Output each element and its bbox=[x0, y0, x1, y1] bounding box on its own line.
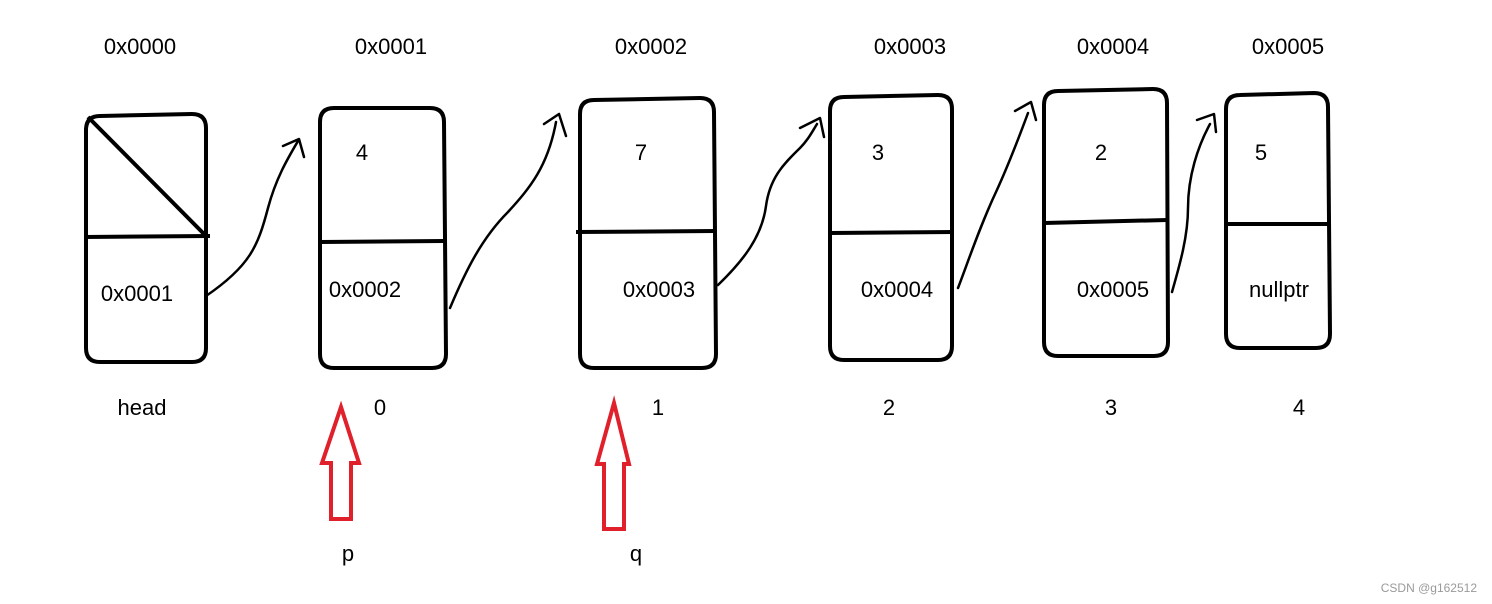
node-index-label: 4 bbox=[1293, 395, 1305, 420]
empty-data-slash bbox=[86, 115, 208, 238]
node-4: 0x0004 2 0x0005 3 bbox=[1042, 34, 1170, 420]
node-box bbox=[1042, 87, 1170, 358]
node-next-field: 0x0002 bbox=[329, 277, 401, 302]
link-arrow-2-to-3 bbox=[956, 100, 1038, 290]
link-arrows bbox=[204, 100, 1218, 310]
node-index-label: head bbox=[118, 395, 167, 420]
up-arrow-icon bbox=[594, 395, 632, 531]
link-arrow-0-to-1 bbox=[448, 112, 568, 310]
link-arrow-1-to-2 bbox=[716, 116, 826, 287]
node-next-field: 0x0004 bbox=[861, 277, 933, 302]
node-next-field: 0x0001 bbox=[101, 281, 173, 306]
node-box bbox=[578, 96, 718, 370]
node-index-label: 1 bbox=[652, 395, 664, 420]
node-3: 0x0003 3 0x0004 2 bbox=[828, 34, 955, 420]
link-arrow-head-to-0 bbox=[204, 137, 306, 298]
node-address-label: 0x0005 bbox=[1252, 34, 1324, 59]
pointer-label: p bbox=[342, 541, 354, 566]
node-box bbox=[828, 93, 954, 362]
pointer-label: q bbox=[630, 541, 642, 566]
node-data-field: 4 bbox=[356, 140, 368, 165]
node-address-label: 0x0001 bbox=[355, 34, 427, 59]
node-box bbox=[1224, 91, 1332, 350]
pointer-q: q bbox=[594, 395, 642, 566]
node-box bbox=[84, 112, 208, 364]
node-data-field: 7 bbox=[635, 140, 647, 165]
node-data-field: 3 bbox=[872, 140, 884, 165]
node-address-label: 0x0003 bbox=[874, 34, 946, 59]
node-address-label: 0x0000 bbox=[104, 34, 176, 59]
node-divider bbox=[1043, 218, 1168, 225]
node-next-field: nullptr bbox=[1249, 277, 1309, 302]
node-1: 0x0001 4 0x0002 0 bbox=[318, 34, 448, 420]
node-data-field: 2 bbox=[1095, 140, 1107, 165]
node-index-label: 3 bbox=[1105, 395, 1117, 420]
node-box bbox=[318, 106, 448, 370]
link-arrow-3-to-4 bbox=[1170, 112, 1218, 294]
node-divider bbox=[575, 229, 717, 234]
node-5: 0x0005 5 nullptr 4 bbox=[1224, 34, 1332, 420]
node-index-label: 2 bbox=[883, 395, 895, 420]
node-divider bbox=[319, 239, 445, 244]
up-arrow-icon bbox=[319, 400, 362, 521]
node-2: 0x0002 7 0x0003 1 bbox=[575, 34, 718, 420]
node-address-label: 0x0002 bbox=[615, 34, 687, 59]
node-head: 0x0000 0x0001 head bbox=[83, 34, 211, 420]
node-divider bbox=[829, 230, 955, 235]
node-next-field: 0x0003 bbox=[623, 277, 695, 302]
node-index-label: 0 bbox=[374, 395, 386, 420]
node-next-field: 0x0005 bbox=[1077, 277, 1149, 302]
node-divider bbox=[83, 234, 211, 239]
node-data-field: 5 bbox=[1255, 140, 1267, 165]
pointer-p: p bbox=[319, 400, 362, 566]
watermark: CSDN @g162512 bbox=[1381, 581, 1478, 595]
node-address-label: 0x0004 bbox=[1077, 34, 1149, 59]
